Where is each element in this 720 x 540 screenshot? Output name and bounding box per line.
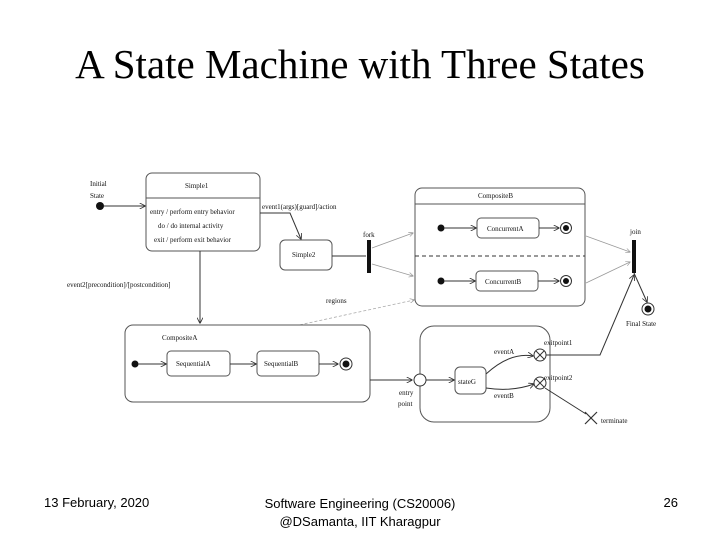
slide-title: A State Machine with Three States <box>75 41 645 87</box>
region2-final-dot <box>563 278 569 284</box>
terminate-marker: terminate <box>584 411 627 425</box>
join-label: join <box>629 228 641 236</box>
final-state: Final State <box>626 302 656 328</box>
footer-course-line1: Software Engineering (CS20006) <box>264 496 456 511</box>
footer-course-line2: @DSamanta, IIT Kharagpur <box>279 514 441 529</box>
entry-point-label-2: point <box>398 400 412 408</box>
final-state-label: Final State <box>626 320 656 328</box>
join-bar <box>632 240 636 273</box>
terminate-cross-b <box>584 411 598 425</box>
entry-point-circle <box>413 373 427 387</box>
event-b-label: eventB <box>494 392 514 400</box>
transition-exitpoint1-join <box>546 275 634 356</box>
state-g-name: stateG <box>458 378 476 386</box>
footer-date: 13 February, 2020 <box>44 495 150 510</box>
fork-bar <box>367 240 371 273</box>
exit-point2: exitpoint2 <box>533 374 573 390</box>
sequential-a-name: SequentialA <box>176 360 211 368</box>
transition-simple1-simple2-label: event1(args)[guard]/action <box>262 203 337 211</box>
footer-course: Software Engineering (CS20006) @DSamanta… <box>200 495 520 531</box>
transition-fork-concurrentA <box>371 233 413 249</box>
exit-point1-cross-b <box>535 350 545 360</box>
regions-pointer <box>289 300 414 328</box>
transition-simple1-compositeA-label: event2[precondition]/[postcondition] <box>67 281 170 289</box>
concurrent-b-name: ConcurrentB <box>485 278 521 286</box>
initial-state: Initial State <box>90 180 107 210</box>
exit-point1: exitpoint1 <box>533 339 573 362</box>
simple1-exit: exit / perform exit behavior <box>154 236 232 244</box>
transition-exitpoint2-terminate <box>544 387 587 415</box>
entry-point-label-1: entry <box>399 389 414 397</box>
submachine-state: entry point stateG eventA eventB exitpoi… <box>398 325 573 423</box>
transition-compositeB-join-bottom <box>585 262 630 284</box>
simple1-entry: entry / perform entry behavior <box>150 208 235 216</box>
composite-b-box <box>414 187 586 307</box>
simple1-name: Simple1 <box>185 182 209 190</box>
exit-point1-label: exitpoint1 <box>544 339 573 347</box>
regions-label: regions <box>326 297 347 305</box>
state-simple2: Simple2 <box>279 239 333 271</box>
transition-eventA <box>485 355 533 375</box>
state-composite-a: CompositeA SequentialA SequentialB <box>124 324 371 403</box>
exit-point2-label: exitpoint2 <box>544 374 573 382</box>
event-a-label: eventA <box>494 348 514 356</box>
initial-state-label-1: Initial <box>90 180 107 188</box>
simple1-do: do / do internal activity <box>158 222 224 230</box>
region1-initial-dot <box>437 224 445 232</box>
transition-simple1-simple2 <box>260 212 301 239</box>
state-g-box <box>454 366 487 395</box>
concurrent-a-name: ConcurrentA <box>487 225 524 233</box>
simple1-box <box>145 172 261 252</box>
region1-final-dot <box>563 225 569 231</box>
region2-initial-dot <box>437 277 445 285</box>
simple2-name: Simple2 <box>292 251 316 259</box>
fork-label: fork <box>363 231 375 239</box>
terminate-label: terminate <box>601 417 627 425</box>
page-number: 26 <box>663 495 678 510</box>
composite-a-name: CompositeA <box>162 334 197 342</box>
state-composite-b: CompositeB ConcurrentA ConcurrentB <box>414 187 586 307</box>
transition-join-final <box>633 272 647 302</box>
transition-fork-concurrentB <box>371 263 413 276</box>
exit-point2-cross-b <box>535 378 545 388</box>
sequential-b-name: SequentialB <box>264 360 299 368</box>
state-simple1: Simple1 entry / perform entry behavior d… <box>145 172 261 252</box>
initial-state-dot <box>96 202 104 210</box>
composite-b-name: CompositeB <box>478 192 513 200</box>
simple2-box <box>279 239 333 271</box>
final-state-dot <box>644 305 652 313</box>
composite-a-initial-dot <box>131 360 139 368</box>
transition-compositeB-join-top <box>585 235 630 252</box>
transition-eventB <box>485 384 534 390</box>
initial-state-label-2: State <box>90 192 104 200</box>
composite-a-final-dot <box>342 360 350 368</box>
